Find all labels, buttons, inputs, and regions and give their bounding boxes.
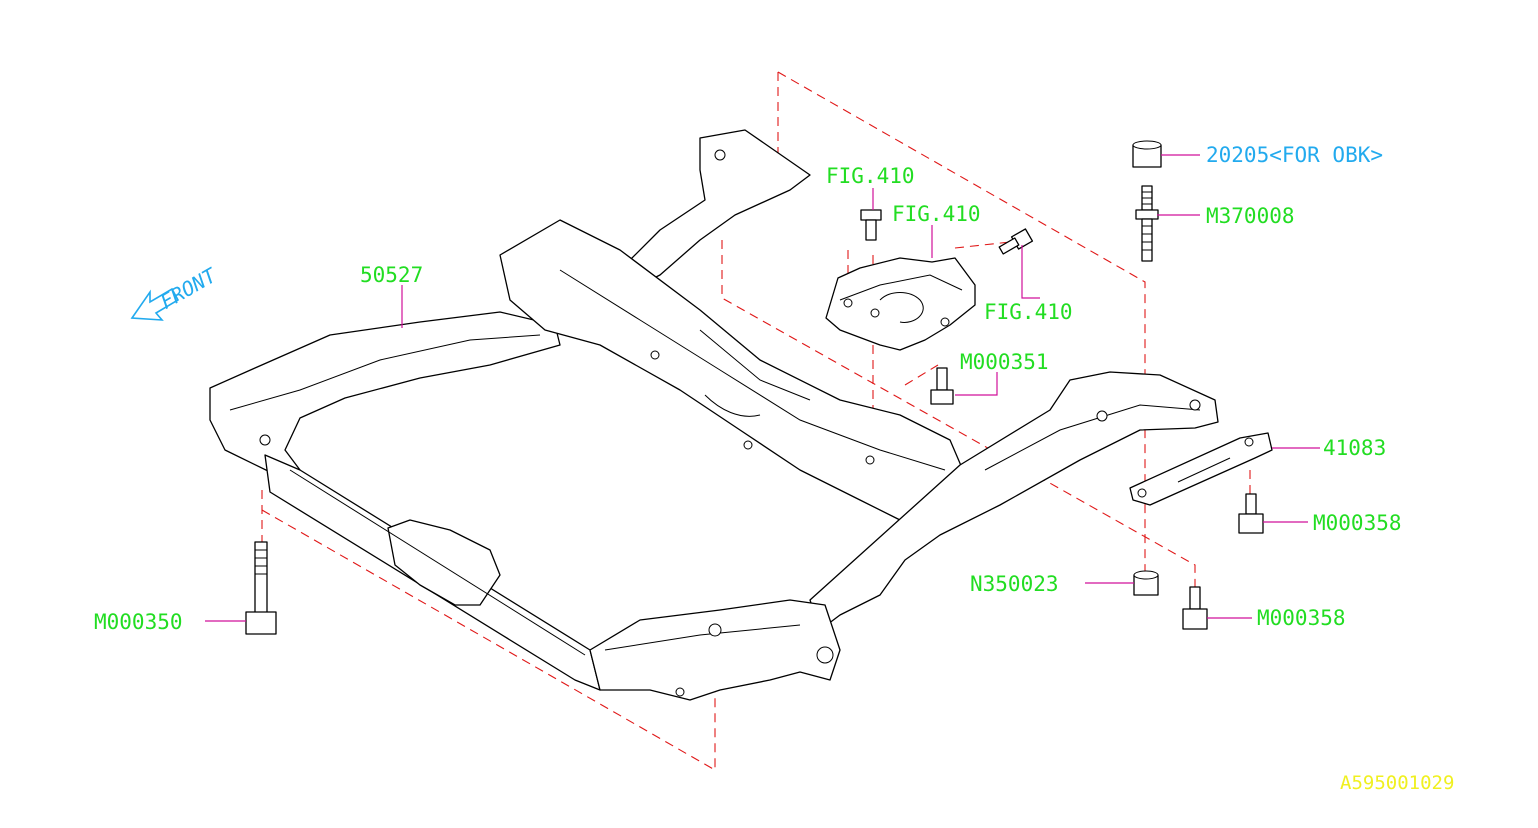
nut-n350023 [1133,570,1159,596]
diagram-code: A595001029 [1340,772,1455,794]
callout-m000358-lower[interactable]: M000358 [1257,606,1346,630]
callout-50527[interactable]: 50527 [360,263,424,287]
bolt-m000358-lower [1182,586,1208,630]
callout-20205[interactable]: 20205<FOR OBK> [1206,143,1384,167]
bolt-m000351 [930,367,954,405]
callout-leader-lines [205,154,1320,622]
callout-fig410-right[interactable]: FIG.410 [984,300,1073,324]
callout-m370008[interactable]: M370008 [1206,204,1295,228]
bracket-41083 [1129,432,1273,506]
callout-m000351[interactable]: M000351 [960,350,1049,374]
callout-41083[interactable]: 41083 [1323,436,1387,460]
front-crossmember [209,129,1219,701]
alignment-dash-lines [261,71,1251,771]
bolt-m000358-upper [1238,493,1264,534]
callout-m000350[interactable]: M000350 [94,610,183,634]
callout-fig410-mid[interactable]: FIG.410 [892,202,981,226]
engine-mount-bracket [825,257,976,351]
callout-n350023[interactable]: N350023 [970,572,1059,596]
callout-fig410-top[interactable]: FIG.410 [826,164,915,188]
bolt-m000350 [245,541,277,635]
bolt-fig410-top [860,209,882,241]
callout-m000358-upper[interactable]: M000358 [1313,511,1402,535]
collar-20205 [1132,140,1162,168]
bolt-fig410-right [998,228,1034,255]
front-direction-arrow [130,287,180,321]
stud-m370008 [1135,185,1159,262]
